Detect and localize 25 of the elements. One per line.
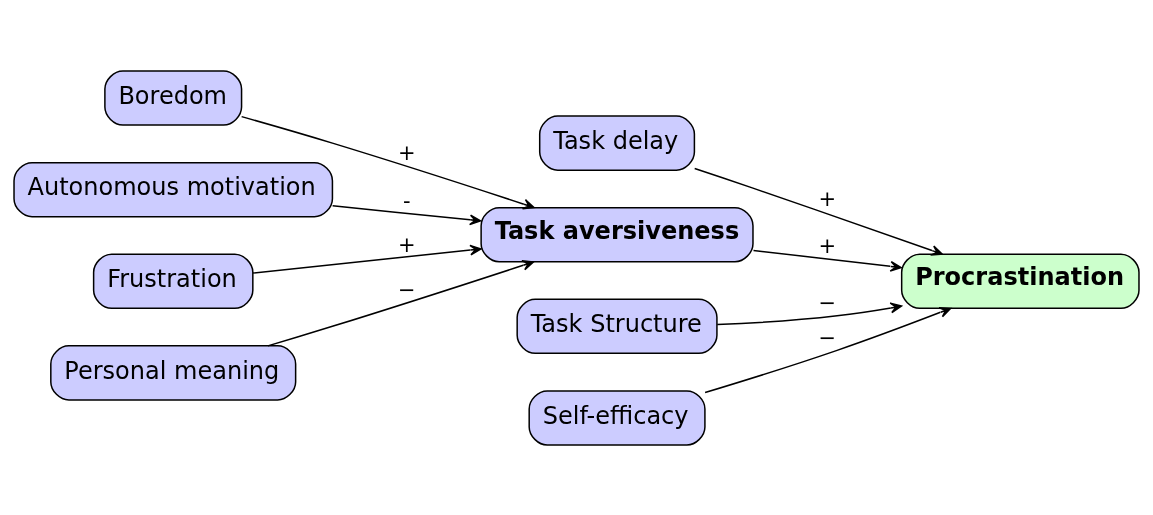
node-box: Self-efficacy bbox=[528, 389, 706, 446]
edge-label: + bbox=[818, 185, 837, 211]
edge-label: + bbox=[818, 232, 837, 258]
edge-label: + bbox=[397, 139, 416, 165]
arrow bbox=[252, 244, 482, 274]
arrow bbox=[267, 259, 535, 347]
edge-label: − bbox=[397, 276, 416, 302]
node-box: Task aversiveness bbox=[480, 206, 754, 262]
arrow bbox=[693, 167, 943, 256]
edge-label: − bbox=[818, 289, 837, 315]
edge-label: + bbox=[397, 231, 416, 257]
node-box: Frustration bbox=[92, 253, 254, 309]
node-box: Procrastination bbox=[900, 253, 1140, 309]
arrow bbox=[716, 301, 903, 325]
node-box: Autonomous motivation bbox=[13, 161, 334, 217]
arrow bbox=[240, 115, 535, 209]
edge-label: - bbox=[402, 187, 411, 213]
node-box: Task delay bbox=[538, 114, 696, 171]
node-box: Boredom bbox=[104, 69, 243, 126]
arrow bbox=[704, 306, 952, 393]
node-box: Task Structure bbox=[516, 298, 718, 354]
edge-label: − bbox=[818, 324, 837, 350]
arrow bbox=[331, 204, 482, 225]
arrow bbox=[752, 249, 902, 272]
node-box: Personal meaning bbox=[50, 344, 297, 401]
